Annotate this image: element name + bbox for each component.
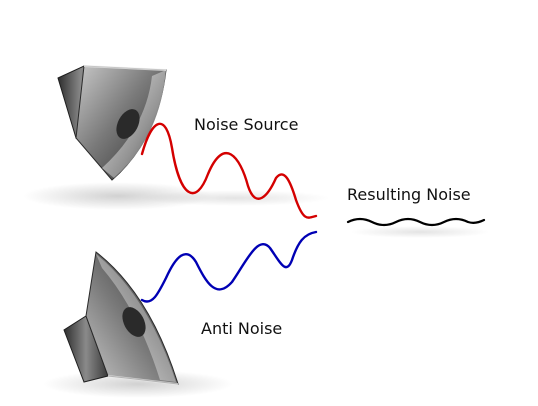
resulting-wave-shadow [350, 226, 490, 238]
noise-source-label: Noise Source [194, 115, 299, 134]
resulting-noise-wave [346, 217, 486, 227]
speaker-icon [63, 251, 179, 385]
anti-noise-wave [140, 230, 318, 303]
anti-noise-label: Anti Noise [201, 319, 283, 338]
speaker-icon [57, 65, 167, 181]
resulting-noise-label: Resulting Noise [347, 185, 471, 204]
noise-wave-shadow [140, 190, 330, 206]
noise-source-wave [140, 122, 318, 219]
